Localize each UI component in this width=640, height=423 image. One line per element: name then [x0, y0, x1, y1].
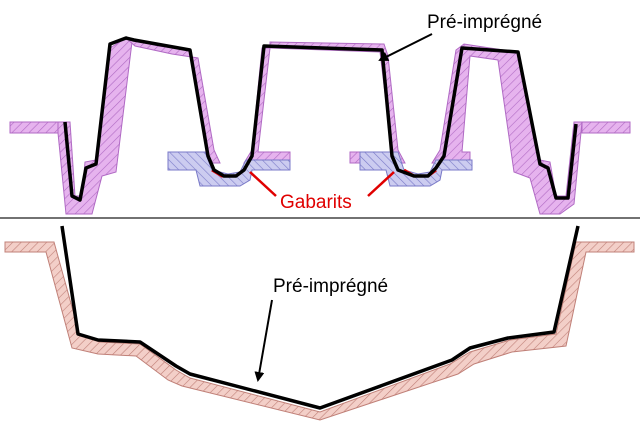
right-flange — [581, 121, 631, 134]
hat-2-left-wall — [243, 47, 291, 164]
bottom-prepreg-label: Pré-imprégné — [273, 276, 388, 297]
jigs-arrow-right — [367, 171, 395, 197]
top-prepreg-line — [63, 36, 578, 202]
top-forming-tool — [9, 37, 631, 215]
top-prepreg-arrow — [378, 33, 433, 61]
hat-section-2 — [269, 41, 406, 164]
top-prepreg-label: Pré-imprégné — [427, 12, 542, 33]
bottom-forming-tool — [4, 241, 635, 421]
left-trough — [57, 37, 133, 215]
bottom-prepreg-arrow — [254, 299, 273, 382]
bottom-prepreg-line — [60, 225, 580, 410]
left-flange — [9, 121, 59, 134]
jigs-callout: Gabarits — [249, 171, 395, 213]
jigs-arrow-left — [249, 171, 277, 197]
jigs-label: Gabarits — [280, 192, 352, 213]
hat-section-3 — [431, 43, 583, 215]
